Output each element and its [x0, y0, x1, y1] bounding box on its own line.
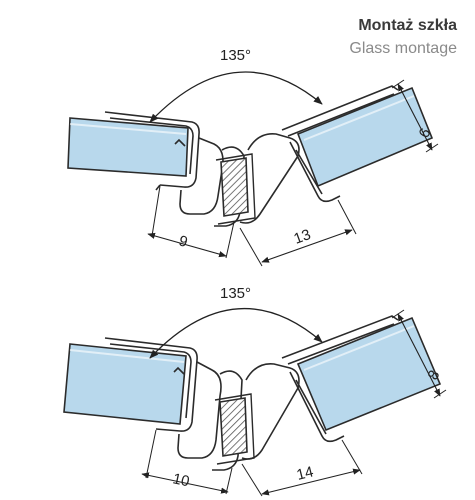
angle-label: 135°: [220, 47, 251, 64]
angle-label: 135°: [220, 285, 251, 302]
right-profile: [239, 85, 399, 224]
left-glass-pane: [63, 343, 187, 425]
title-english: Glass montage: [349, 40, 457, 57]
right-dimension-top: 13: [239, 199, 357, 267]
angle-arc-top: 135°: [149, 47, 323, 123]
left-dimension-label: 10: [171, 470, 191, 490]
right-dimension-bottom: 14: [241, 439, 363, 497]
diagram-bottom: 135° 8 10 14: [63, 285, 447, 497]
right-dimension-label: 14: [295, 463, 315, 484]
right-glass-pane: [296, 316, 442, 432]
left-dimension-label: 9: [177, 232, 189, 251]
left-glass-pane: [67, 117, 189, 177]
angle-arc-bottom: 135°: [149, 285, 323, 359]
title-polish: Montaż szkła: [358, 17, 457, 34]
left-dimension-bottom: 10: [141, 429, 233, 495]
title-block: Montaż szkła Glass montage: [349, 16, 457, 60]
magnet-insert: [215, 153, 256, 225]
right-glass-pane: [296, 86, 434, 188]
diagram-top: 135° 6 9 13: [67, 47, 439, 267]
right-dimension-label: 13: [292, 226, 313, 248]
left-dimension-top: 9: [147, 185, 235, 259]
magnet-insert: [214, 393, 255, 465]
